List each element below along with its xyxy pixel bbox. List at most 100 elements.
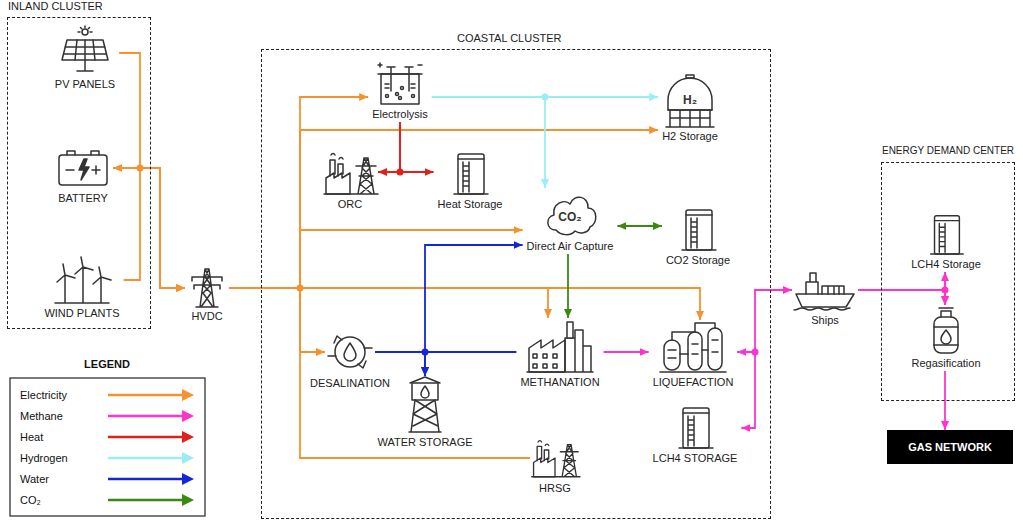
- electrolysis-icon: [373, 62, 427, 106]
- flow-connector: [378, 122, 400, 172]
- legend-line: [108, 478, 184, 481]
- gascyl-icon: [927, 305, 965, 355]
- output-box: GAS NETWORK: [887, 430, 1013, 464]
- flow-connector: [119, 53, 185, 288]
- node-label: BATTERY: [58, 191, 108, 205]
- watertower-icon: [407, 376, 443, 434]
- pv-icon: [55, 26, 115, 76]
- node-label: WIND PLANTS: [44, 306, 119, 320]
- legend-head: [182, 431, 194, 443]
- flow-connector: [432, 97, 545, 188]
- legend-line: [108, 457, 184, 460]
- cluster-region: INLAND CLUSTERPV PANELSBATTERYWIND PLANT…: [8, 18, 150, 328]
- legend-line: [108, 394, 184, 397]
- flow-connector: [375, 245, 523, 352]
- flow-connector: [375, 352, 425, 376]
- cluster-region: COASTAL CLUSTERElectrolysisH2 StorageH₂O…: [262, 50, 770, 518]
- flow-connector: [604, 351, 649, 353]
- process-node: BATTERY: [53, 145, 113, 206]
- process-node: CO2 Storage: [662, 206, 734, 268]
- factory-icon: [322, 150, 378, 196]
- junction-dot: [752, 349, 759, 356]
- junction-dot: [397, 169, 404, 176]
- node-label: DESALINATION: [310, 376, 390, 390]
- node-label: WATER STORAGE: [377, 435, 472, 449]
- box-label: GAS NETWORK: [908, 440, 992, 454]
- node-label: LCH4 STORAGE: [653, 451, 738, 465]
- legend-head: [182, 473, 194, 485]
- legend-text: Methane: [20, 409, 63, 423]
- flow-connector: [124, 168, 185, 288]
- cluster-heading: INLAND CLUSTER: [8, 0, 103, 12]
- legend-line: [108, 499, 184, 502]
- node-label: LIQUEFACTION: [653, 375, 734, 389]
- process-node: DESALINATION: [325, 330, 375, 374]
- pylon-icon: [185, 266, 229, 308]
- node-label: Heat Storage: [438, 197, 503, 211]
- flow-connector: [229, 130, 658, 288]
- node-label: Direct Air Capture: [527, 239, 614, 253]
- flow-connector: [858, 272, 945, 290]
- flow-connector: [858, 290, 945, 305]
- legend-text: CO₂: [20, 493, 41, 507]
- methanation-icon: [525, 318, 595, 374]
- cluster-heading: ENERGY DEMAND CENTER: [882, 145, 1014, 156]
- process-node: Ships: [792, 262, 858, 328]
- legend-line: [108, 436, 184, 439]
- node-label: HVDC: [191, 309, 222, 323]
- junction-dot: [942, 287, 949, 294]
- legend-head: [182, 389, 194, 401]
- node-label: CO2 Storage: [666, 253, 730, 267]
- flow-connector: [737, 352, 755, 428]
- flow-connector: [113, 168, 185, 288]
- legend-swatch: [108, 494, 194, 506]
- legend-head: [182, 452, 194, 464]
- legend-box: [10, 378, 205, 516]
- junction-dot: [137, 165, 144, 172]
- process-node: HRSG: [530, 436, 580, 496]
- legend-head: [182, 494, 194, 506]
- tank-icon: [673, 404, 717, 450]
- node-label: Ships: [811, 313, 839, 327]
- node-label: LCH4 Storage: [911, 257, 981, 271]
- node-label: HRSG: [539, 481, 571, 495]
- flow-connector: [425, 352, 516, 376]
- flow-connector: [737, 290, 792, 352]
- icon-caption: H₂: [683, 93, 697, 107]
- flow-connector: [229, 288, 325, 352]
- process-node: ORC: [322, 150, 378, 212]
- process-node: H2 StorageH₂: [658, 70, 722, 144]
- node-label: ORC: [338, 197, 362, 211]
- junction-dot: [297, 285, 304, 292]
- legend-line: [108, 415, 184, 418]
- junction-dot: [542, 94, 549, 101]
- legend-swatch: [108, 452, 194, 464]
- battery-icon: [53, 145, 113, 190]
- process-node: Electrolysis: [368, 62, 432, 122]
- tank-icon: [448, 150, 492, 196]
- desal-icon: [325, 330, 375, 374]
- process-node: HVDC: [185, 266, 229, 324]
- process-node: METHANATION: [516, 318, 603, 390]
- tank-icon: [676, 206, 720, 252]
- legend-head: [182, 410, 194, 422]
- legend-swatch: [108, 431, 194, 443]
- flow-connector: [229, 288, 548, 318]
- process-node: LIQUEFACTION: [649, 320, 738, 390]
- flow-connector: [944, 371, 946, 430]
- flow-connector: [400, 122, 434, 172]
- wind-icon: [51, 255, 113, 305]
- process-node: LCH4 STORAGE: [649, 404, 742, 466]
- node-label: Electrolysis: [372, 107, 428, 121]
- ship-icon: [792, 262, 858, 312]
- process-node: Direct Air CaptureCO₂: [523, 188, 618, 254]
- process-node: WIND PLANTS: [40, 255, 123, 321]
- flow-connector: [617, 225, 661, 227]
- process-node: LCH4 Storage: [907, 212, 985, 272]
- process-node: Regasification: [907, 305, 984, 371]
- flow-connector: [567, 254, 569, 318]
